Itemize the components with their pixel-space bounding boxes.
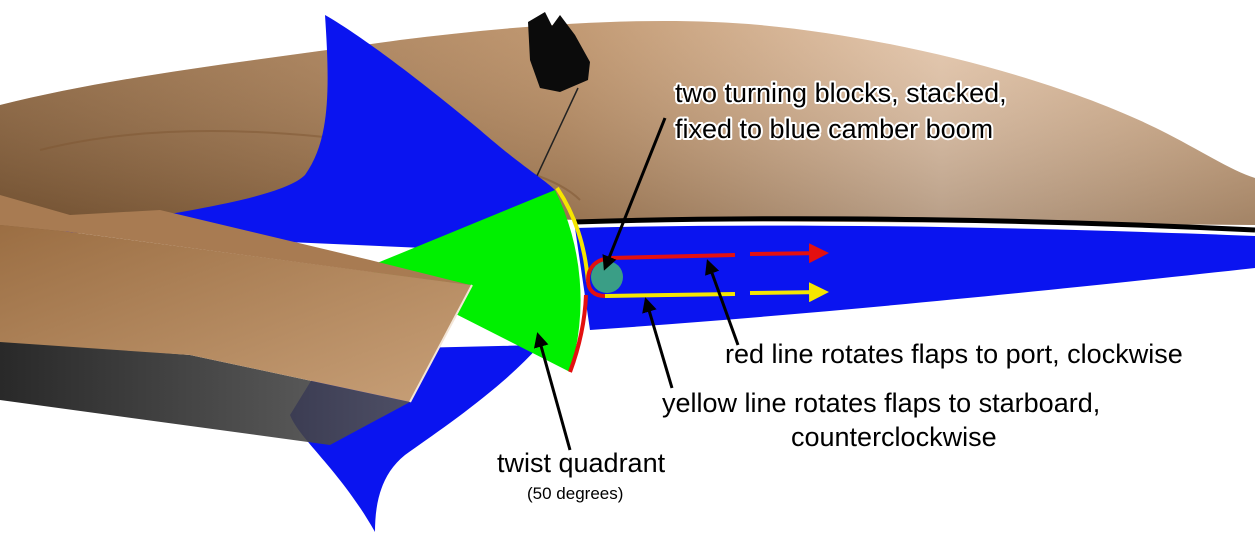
arrow-red-line bbox=[705, 259, 740, 346]
arrow-turning-blocks bbox=[602, 117, 667, 271]
sail-silhouette bbox=[528, 12, 590, 92]
arrow-twist-quadrant bbox=[533, 332, 572, 451]
yellow-control-line-dash bbox=[749, 282, 829, 303]
quadrant-yellow-edge bbox=[555, 186, 590, 283]
red-control-line bbox=[585, 253, 736, 298]
label-red-line: red line rotates flaps to port, clockwis… bbox=[725, 339, 1183, 369]
blue-upper-fin bbox=[60, 15, 555, 250]
label-turning-blocks-line1: two turning blocks, stacked, bbox=[675, 78, 1007, 108]
label-yellow-line-line2: counterclockwise bbox=[791, 422, 997, 452]
blue-camber-boom bbox=[575, 225, 1255, 330]
yellow-control-line bbox=[604, 292, 736, 298]
hull-shadow bbox=[0, 340, 410, 445]
label-twist-quadrant-angle: (50 degrees) bbox=[527, 484, 623, 503]
label-yellow-line-line1: yellow line rotates flaps to starboard, bbox=[662, 388, 1100, 418]
tan-arm-highlight bbox=[409, 284, 473, 403]
tan-arm-upper bbox=[0, 195, 470, 285]
tan-arm-lower bbox=[0, 225, 472, 402]
label-turning-blocks-line2: fixed to blue camber boom bbox=[675, 114, 993, 144]
hull-deck-edge bbox=[574, 216, 1255, 233]
red-control-line-dash bbox=[749, 243, 829, 264]
twist-quadrant-sector bbox=[365, 190, 581, 372]
arrow-yellow-line bbox=[642, 297, 674, 389]
label-twist-quadrant: twist quadrant bbox=[497, 448, 666, 478]
mast-stay bbox=[535, 87, 579, 179]
quadrant-red-edge bbox=[568, 294, 588, 373]
